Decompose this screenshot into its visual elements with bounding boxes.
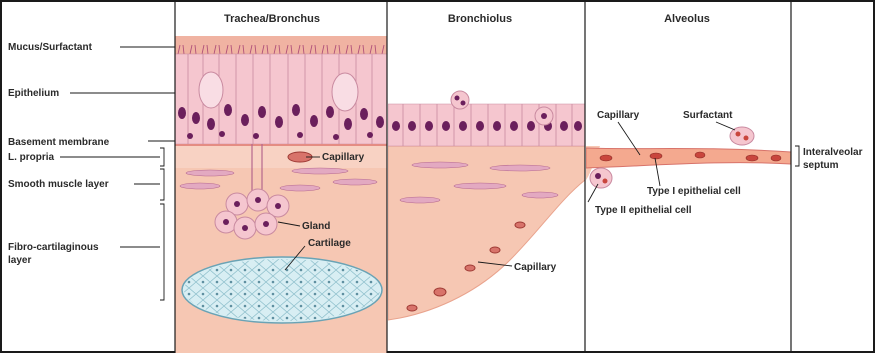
club-cell [451, 91, 469, 109]
type-ii-epithelial-cell [590, 168, 612, 188]
label-interalveolar: Interalveolar [803, 147, 863, 158]
label-fibro-layer: layer [8, 255, 31, 266]
trachea-tissue [175, 36, 387, 353]
mucus-layer [175, 36, 387, 54]
interalveolar-septum [586, 148, 791, 168]
header-bronchiolus: Bronchiolus [448, 13, 512, 25]
label-bronchiolus-capillary: Capillary [514, 262, 557, 273]
label-type-ii-cell: Type II epithelial cell [595, 205, 692, 216]
label-alveolus-capillary: Capillary [597, 110, 640, 121]
cartilage-cells [184, 259, 380, 321]
header-alveolus: Alveolus [664, 13, 710, 25]
left-leader-lines [60, 47, 175, 300]
label-gland: Gland [302, 221, 330, 232]
label-mucus-surfactant: Mucus/Surfactant [8, 42, 93, 53]
alveolus-tissue [586, 127, 791, 188]
label-type-i-cell: Type I epithelial cell [647, 186, 741, 197]
header-trachea-bronchus: Trachea/Bronchus [224, 13, 320, 25]
label-basement-membrane: Basement membrane [8, 137, 110, 148]
label-trachea-capillary: Capillary [322, 152, 365, 163]
goblet-cell [332, 73, 358, 111]
goblet-cell [199, 72, 223, 108]
bronchiolus-tissue [388, 91, 585, 320]
label-septum: septum [803, 160, 839, 171]
bronchiolus-wall [388, 146, 585, 320]
label-lamina-propria: L. propria [8, 152, 55, 163]
bronchiolus-epithelium [388, 104, 585, 146]
label-smooth-muscle: Smooth muscle layer [8, 179, 109, 190]
label-cartilage: Cartilage [308, 238, 351, 249]
label-surfactant: Surfactant [683, 110, 733, 121]
label-fibro-cartilaginous: Fibro-cartilaginous [8, 242, 99, 253]
label-epithelium: Epithelium [8, 88, 59, 99]
